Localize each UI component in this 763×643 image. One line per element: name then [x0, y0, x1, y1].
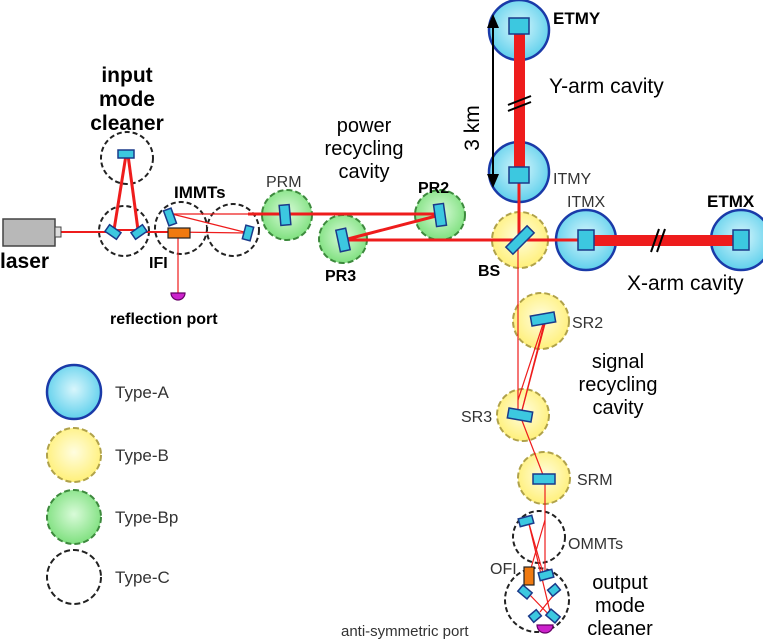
mirrors: [103, 17, 750, 624]
bs-mirror: [504, 224, 536, 256]
prm-mirror: [278, 203, 292, 227]
legend-label-type-bp: Type-Bp: [115, 508, 178, 527]
etmy-mirror: [508, 17, 530, 35]
omc-mirror-2: [544, 608, 562, 624]
itmy-label: ITMY: [553, 171, 592, 188]
anti-symmetric-port-detector: [536, 624, 554, 634]
etmx-label: ETMX: [707, 192, 755, 211]
reflection-port-label: reflection port: [110, 311, 218, 328]
itmy-mirror: [508, 166, 530, 184]
laser-label: laser: [0, 250, 49, 273]
omc-mirror-1: [516, 584, 534, 600]
y-arm-break-mark: [507, 95, 532, 112]
y-arm-label: Y-arm cavity: [549, 75, 664, 98]
reflection-port-detector: [170, 292, 186, 301]
ifi-isolator: [167, 227, 191, 239]
x-arm-break-mark: [650, 228, 666, 253]
laser-source: [2, 218, 62, 247]
omc-mirror-4: [527, 608, 543, 624]
legend-swatch-type-bp: [46, 489, 102, 545]
omc-label-line3: cleaner: [587, 618, 653, 640]
chamber-immt2: [206, 203, 260, 257]
ofi-isolator: [523, 566, 535, 586]
itmx-label: ITMX: [567, 194, 606, 211]
pr2-mirror: [432, 202, 448, 228]
legend-swatch-type-b: [46, 427, 102, 483]
ifi-label: IFI: [149, 255, 168, 272]
imc-right-mirror: [129, 223, 149, 241]
src-label-line2: recycling: [579, 374, 658, 396]
bs-label: BS: [478, 263, 501, 280]
srm-label: SRM: [577, 472, 613, 489]
ofi-label: OFI: [490, 561, 517, 578]
prc-label-line3: cavity: [338, 161, 389, 183]
arm-length-dimension: [487, 14, 499, 188]
sr3-mirror: [506, 407, 534, 423]
arm-length-label: 3 km: [461, 105, 484, 151]
prc-label-line2: recycling: [325, 138, 404, 160]
imc-label-line1: input: [101, 64, 152, 87]
beam-sr-path: [517, 245, 557, 623]
pr3-label: PR3: [325, 268, 356, 285]
ommt1-mirror: [517, 514, 535, 528]
ommt2-mirror: [537, 568, 555, 582]
legend-label-type-a: Type-A: [115, 383, 170, 402]
src-label-line1: signal: [592, 351, 644, 373]
beam-x-arm: [586, 235, 741, 246]
ommts-label: OMMTs: [568, 536, 623, 553]
legend-label-type-c: Type-C: [115, 568, 170, 587]
imc-label-line2: mode: [99, 88, 155, 111]
itmx-mirror: [577, 229, 595, 251]
prc-label-line1: power: [337, 115, 392, 137]
omc-mirror-3: [546, 582, 562, 598]
prm-label: PRM: [266, 174, 302, 191]
etmy-label: ETMY: [553, 9, 601, 28]
immt2-mirror: [241, 224, 255, 242]
immts-label: IMMTs: [174, 183, 226, 202]
legend-swatch-type-a: [45, 363, 103, 421]
sr2-mirror: [529, 311, 557, 327]
legend-label-type-b: Type-B: [115, 446, 169, 465]
immt1-mirror: [162, 207, 178, 227]
anti-symmetric-port-label: anti-symmetric port: [341, 623, 469, 640]
sr3-label: SR3: [461, 409, 492, 426]
pr3-mirror: [334, 227, 352, 253]
sr2-label: SR2: [572, 315, 603, 332]
legend-swatch-type-c: [46, 549, 102, 605]
etmx-mirror: [732, 229, 750, 251]
x-arm-label: X-arm cavity: [627, 272, 744, 295]
omc-label-line2: mode: [595, 595, 645, 617]
imc-left-mirror: [103, 223, 123, 241]
srm-mirror: [532, 473, 556, 485]
src-label-line3: cavity: [592, 397, 643, 419]
imc-top-mirror: [117, 149, 135, 159]
imc-label-line3: cleaner: [90, 112, 164, 135]
pr2-label: PR2: [418, 180, 449, 197]
omc-label-line1: output: [592, 572, 648, 594]
